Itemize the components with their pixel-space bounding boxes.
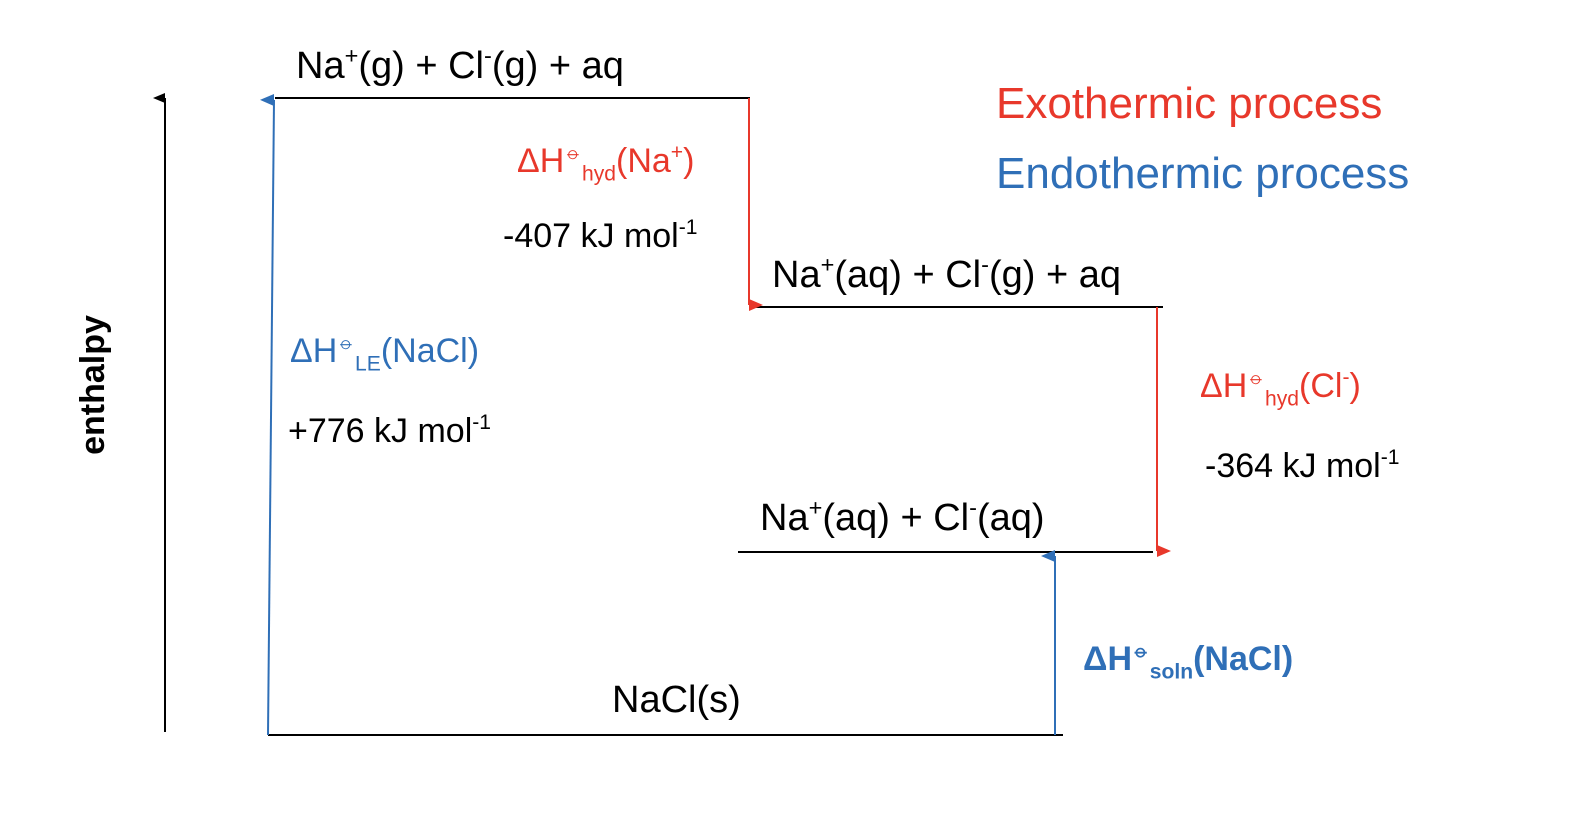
level-label-gas-ions: Na+(g) + Cl-(g) + aq bbox=[296, 43, 624, 87]
hyd-na-value-text: -407 kJ mol bbox=[503, 217, 679, 255]
legend-endothermic: Endothermic process bbox=[996, 149, 1409, 198]
hyd-na-label-sub: hyd bbox=[582, 163, 616, 186]
hyd-na-label-text: ) bbox=[683, 142, 694, 180]
level-label-gas-ions-sup: + bbox=[345, 43, 359, 69]
lattice-label-sup: ⦵ bbox=[337, 331, 355, 354]
level-label-gas-ions-text: Na bbox=[296, 45, 345, 87]
soln-label-text: ΔH bbox=[1083, 640, 1132, 678]
lattice-label: ΔH⦵LE(NaCl) bbox=[290, 331, 479, 375]
level-label-solid: NaCl(s) bbox=[612, 679, 741, 721]
hyd-na-value-sup: -1 bbox=[679, 216, 698, 239]
level-label-solid-text: NaCl(s) bbox=[612, 679, 741, 721]
lattice-value-text: +776 kJ mol bbox=[288, 412, 472, 450]
soln-label-sub: soln bbox=[1150, 661, 1193, 684]
hyd-cl-label-sup: ⦵ bbox=[1247, 366, 1265, 389]
level-label-gas-ions-text: (g) + aq bbox=[492, 45, 624, 87]
level-label-na-aq-text: Na bbox=[772, 254, 821, 296]
lattice-label-text: ΔH bbox=[290, 332, 337, 370]
hyd-na-label-text: ΔH bbox=[517, 142, 564, 180]
level-label-na-aq: Na+(aq) + Cl-(g) + aq bbox=[772, 252, 1121, 296]
level-label-gas-ions-sup: - bbox=[484, 43, 492, 69]
hyd-na-label-sup: ⦵ bbox=[564, 141, 582, 164]
hyd-na-label: ΔH⦵hyd(Na+) bbox=[517, 141, 694, 185]
level-label-na-aq-sup: - bbox=[981, 252, 989, 278]
soln-label-sup: ⦵ bbox=[1132, 639, 1150, 662]
lattice-arrow bbox=[260, 94, 275, 736]
hyd-cl-value-text: -364 kJ mol bbox=[1205, 447, 1381, 485]
hyd-cl-label: ΔH⦵hyd(Cl-) bbox=[1200, 366, 1361, 410]
level-label-both-aq-text: (aq) + Cl bbox=[822, 497, 969, 539]
level-label-na-aq-text: (g) + aq bbox=[989, 254, 1121, 296]
lattice-value-sup: -1 bbox=[472, 411, 491, 434]
hyd-cl-label-text: ΔH bbox=[1200, 367, 1247, 405]
hyd-cl-value-sup: -1 bbox=[1381, 446, 1400, 469]
level-label-na-aq-sup: + bbox=[821, 252, 835, 278]
level-label-both-aq-text: (aq) bbox=[977, 497, 1045, 539]
hyd-cl-label-sup: - bbox=[1342, 366, 1349, 389]
hyd-cl-label-text: ) bbox=[1349, 367, 1360, 405]
hyd-cl-label-sub: hyd bbox=[1265, 388, 1299, 411]
hyd-na-value: -407 kJ mol-1 bbox=[503, 216, 697, 255]
level-label-both-aq-sup: + bbox=[809, 495, 823, 521]
soln-label: ΔH⦵soln(NaCl) bbox=[1083, 639, 1293, 683]
soln-label-text: (NaCl) bbox=[1193, 640, 1293, 678]
hyd-na-label-sup: + bbox=[671, 141, 683, 164]
lattice-label-text: (NaCl) bbox=[381, 332, 479, 370]
axis-label: enthalpy bbox=[74, 315, 112, 455]
hyd-cl-label-text: (Cl bbox=[1299, 367, 1342, 405]
lattice-label-sub: LE bbox=[355, 353, 381, 376]
legend-exothermic: Exothermic process bbox=[996, 79, 1382, 128]
lattice-value: +776 kJ mol-1 bbox=[288, 411, 491, 450]
hyd-cl-value: -364 kJ mol-1 bbox=[1205, 446, 1399, 485]
level-label-both-aq-text: Na bbox=[760, 497, 809, 539]
level-label-gas-ions-text: (g) + Cl bbox=[358, 45, 484, 87]
level-label-both-aq-sup: - bbox=[969, 495, 977, 521]
hyd-na-label-text: (Na bbox=[616, 142, 671, 180]
level-label-na-aq-text: (aq) + Cl bbox=[834, 254, 981, 296]
level-label-both-aq: Na+(aq) + Cl-(aq) bbox=[760, 495, 1045, 539]
